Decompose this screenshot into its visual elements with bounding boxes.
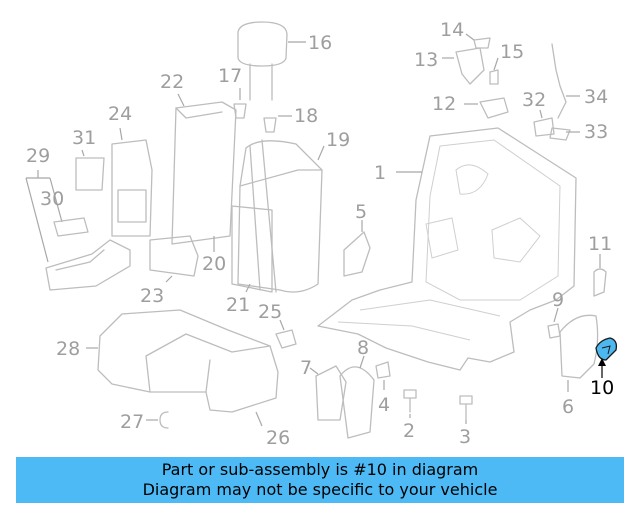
part-31	[75, 149, 105, 191]
part-8	[339, 355, 375, 439]
part-14	[465, 33, 491, 49]
part-cushion-28	[86, 309, 279, 413]
callout-2: 2	[403, 420, 415, 442]
part-seat-frame-1	[317, 127, 577, 371]
part-21	[213, 205, 273, 293]
part-11	[593, 254, 607, 297]
callout-29: 29	[26, 145, 50, 167]
part-25	[275, 319, 297, 349]
callout-labels: 1 2 3 4 5 6 7 8 9 10 11 12 13 14 15 16 1…	[26, 19, 614, 449]
part-23	[149, 235, 199, 283]
callout-34: 34	[584, 86, 608, 108]
callout-27: 27	[120, 411, 144, 433]
callout-14: 14	[440, 19, 464, 41]
part-clip-27	[146, 411, 169, 429]
callout-28: 28	[56, 338, 80, 360]
callout-6: 6	[562, 396, 574, 418]
callout-4: 4	[378, 394, 390, 416]
callout-8: 8	[357, 337, 369, 359]
part-back-pad-22	[171, 93, 237, 245]
callout-7: 7	[300, 357, 312, 379]
part-10-highlighted[interactable]	[595, 337, 618, 378]
part-panel-24	[111, 127, 153, 237]
info-banner: Part or sub-assembly is #10 in diagram D…	[16, 457, 624, 503]
callout-31: 31	[72, 127, 96, 149]
callout-19: 19	[326, 129, 350, 151]
part-26	[255, 411, 263, 427]
callout-5: 5	[355, 201, 367, 223]
callout-9: 9	[552, 289, 564, 311]
callout-30: 30	[40, 188, 64, 210]
part-bolt-3	[459, 395, 473, 424]
part-bolt-2	[403, 389, 417, 418]
part-headrest	[237, 21, 306, 101]
part-latch-32	[533, 109, 555, 137]
part-guides	[233, 88, 292, 133]
callout-20: 20	[202, 253, 226, 275]
part-33	[549, 127, 580, 141]
callout-3: 3	[459, 426, 471, 448]
part-side-trim-6	[559, 314, 599, 392]
part-9	[547, 307, 561, 339]
callout-21: 21	[226, 294, 250, 316]
part-cable-34	[551, 43, 580, 119]
callout-1: 1	[374, 162, 386, 184]
callout-12: 12	[432, 93, 456, 115]
callout-13: 13	[414, 49, 438, 71]
callout-16: 16	[308, 32, 332, 54]
part-12	[464, 97, 509, 119]
part-15	[489, 57, 499, 85]
banner-line-1: Part or sub-assembly is #10 in diagram	[161, 460, 479, 479]
banner-line-2: Diagram may not be specific to your vehi…	[142, 480, 498, 499]
callout-10[interactable]: 10	[590, 377, 614, 399]
callout-24: 24	[108, 103, 132, 125]
part-13	[442, 47, 485, 85]
part-5	[343, 220, 371, 277]
part-4	[375, 361, 391, 390]
callout-23: 23	[140, 285, 164, 307]
callout-15: 15	[500, 41, 524, 63]
callout-22: 22	[160, 71, 184, 93]
callout-32: 32	[522, 89, 546, 111]
callout-18: 18	[294, 105, 318, 127]
callout-33: 33	[584, 121, 608, 143]
callout-25: 25	[258, 301, 282, 323]
callout-17: 17	[218, 65, 242, 87]
part-7	[309, 365, 347, 421]
part-armrest-29	[25, 170, 131, 291]
callout-11: 11	[588, 233, 612, 255]
part-back-cover-19	[237, 139, 325, 293]
callout-26: 26	[266, 427, 290, 449]
